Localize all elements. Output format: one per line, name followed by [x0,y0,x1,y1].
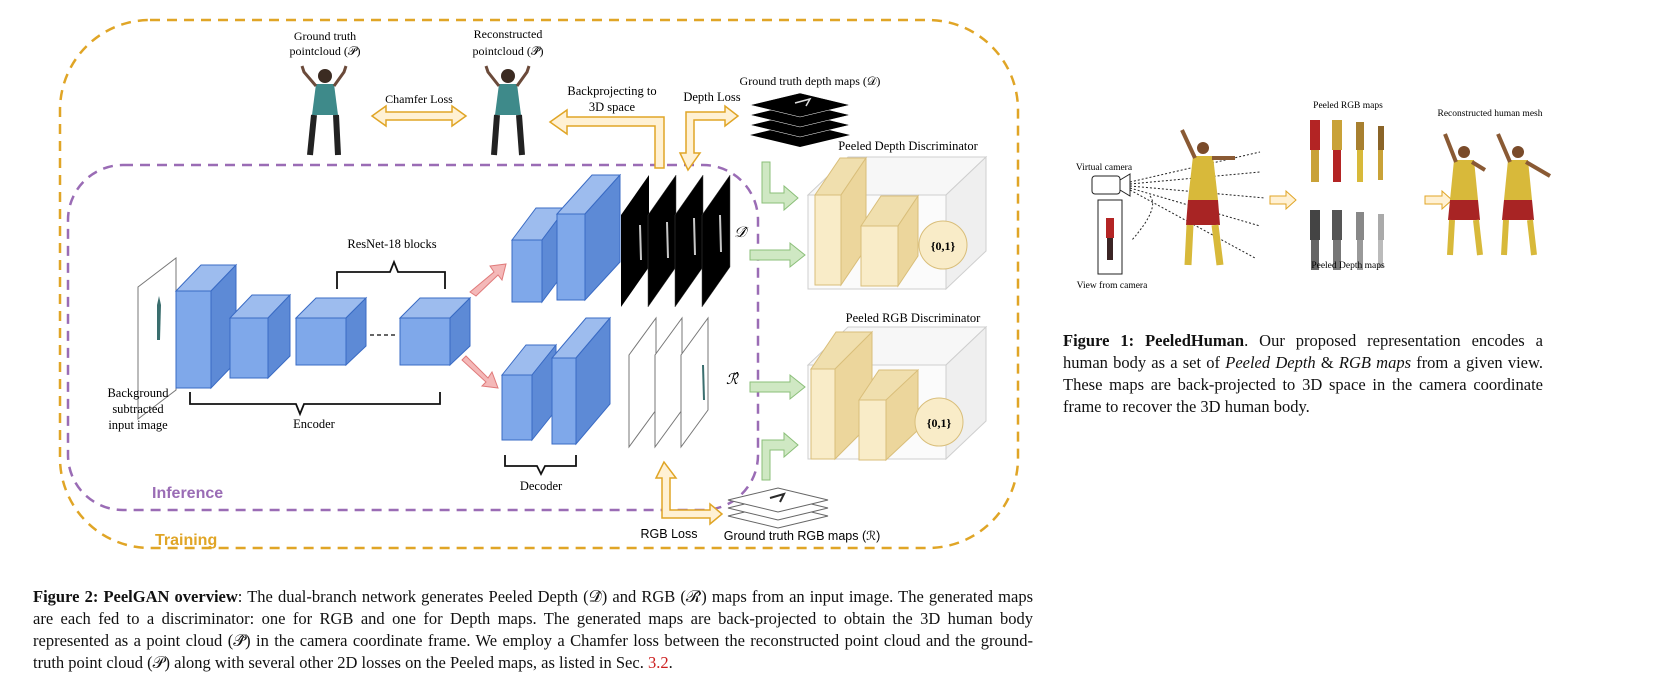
encoder-label: Encoder [293,417,335,431]
encoder-block-3 [294,296,368,367]
figure1-caption-text-a: . Our proposed representation encodes a … [1063,331,1543,372]
virtual-camera-label: Virtual camera [1076,163,1133,173]
peeledhuman-figure: Virtual camera View from camera Peeled R… [1076,101,1552,291]
to-peeled-maps-arrow [1269,189,1297,211]
gt-rgb-to-disc-arrow [761,431,799,481]
inference-boundary [66,163,760,512]
figure1-caption-text-c: from a given view. These maps are back-p… [1063,353,1543,416]
figure2-caption-text: : The dual-branch network generates Peel… [33,587,1033,672]
section-reference-link[interactable]: 3.2 [647,653,669,672]
peelgan-overview-figure: Training Inference Ground truth pointclo… [58,18,1020,550]
d-hat-symbol: 𝒟̂ [734,225,749,241]
decoder-label: Decoder [520,479,563,493]
reconstructed-mesh-label: Reconstructed human mesh [1437,109,1542,119]
peeled-rgb-discriminator [806,325,988,462]
backprojecting-label-2: 3D space [589,100,636,114]
pred-rgb-to-disc-arrow [749,373,806,401]
peeled-depth-discriminator [806,155,988,291]
peeled-rgb-maps-row [1310,120,1384,182]
input-image-label-1: Background [107,386,169,400]
depth-loss-arrow [678,104,740,172]
figure1-caption-label: Figure 1: PeeledHuman [1063,331,1245,350]
gt-pointcloud-human [300,65,348,156]
inference-label: Inference [152,485,223,502]
resnet-brace [336,259,446,289]
rgb-loss-label: RGB Loss [641,527,698,541]
recon-pointcloud-human [484,65,531,156]
view-from-camera-label: View from camera [1077,280,1148,291]
gt-depth-maps-label: Ground truth depth maps (𝒟) [740,74,881,88]
encoder-block-4 [398,296,472,367]
peeled-depth-maps-label: Peeled Depth maps [1311,261,1385,271]
input-human-silhouette [157,296,161,340]
peeled-rgb-disc-label: Peeled RGB Discriminator [846,311,982,325]
figure2-caption: Figure 2: PeelGAN overview: The dual-bra… [33,586,1033,674]
recon-pointcloud-label-2: pointcloud (𝒫̂) [473,44,544,58]
recon-pointcloud-label-1: Reconstructed [474,27,543,41]
to-rgb-branch-arrow [461,355,499,389]
depth-decoder-block-2 [555,173,622,302]
gt-rgb-maps-stack [727,487,829,529]
camera-view-thumbnail [1097,199,1123,275]
depth-loss-label: Depth Loss [683,90,740,104]
pred-depth-to-disc-arrow [749,241,806,269]
figure1-caption-italic-b: RGB maps [1338,353,1411,372]
reconstructed-mesh-side [1496,133,1552,256]
backprojecting-arrow [548,108,665,169]
gt-pointcloud-label-1: Ground truth [294,29,356,43]
peeled-depth-maps-row [1310,210,1384,270]
resnet-label: ResNet-18 blocks [347,237,436,251]
input-human-figure [1180,129,1235,266]
training-boundary [58,18,1020,550]
depth-decoder-block-1 [511,206,567,304]
training-label: Training [155,532,217,549]
encoder-brace [189,392,441,417]
r-hat-symbol: ℛ̂ [726,372,739,388]
figure1-caption: Figure 1: PeeledHuman. Our proposed repr… [1063,330,1543,418]
reconstructed-mesh-front [1443,133,1487,256]
encoder-block-1 [174,263,238,390]
gt-rgb-maps-label: Ground truth RGB maps (ℛ) [724,529,881,543]
rgb-loss-arrow [654,460,724,526]
peeled-rgb-maps-label: Peeled RGB maps [1313,101,1383,111]
figure2-caption-label: Figure 2: PeelGAN overview [33,587,238,606]
rgb-disc-output: {0,1} [927,416,952,430]
peeled-depth-disc-label: Peeled Depth Discriminator [838,139,978,153]
backprojecting-label-1: Backprojecting to [567,84,656,98]
gt-pointcloud-label-2: pointcloud (𝒫) [290,44,361,58]
decoder-brace [504,455,577,477]
rgb-decoder-block-2 [550,316,612,446]
encoder-block-2 [228,293,292,380]
gt-depth-to-disc-arrow [761,161,799,212]
rgb-decoder-block-1 [500,343,558,442]
figure1-caption-italic-a: Peeled Depth [1225,353,1316,372]
chamfer-loss-arrow [370,104,468,128]
depth-disc-output: {0,1} [931,239,956,253]
virtual-camera-icon [1091,173,1131,197]
predicted-depth-maps [621,174,731,308]
chamfer-loss-label: Chamfer Loss [385,92,453,106]
input-image-label-2: subtracted [112,402,164,416]
gt-depth-maps-stack [749,92,851,147]
figure2-caption-end: . [668,653,673,672]
figure1-caption-text-b: & [1315,353,1339,372]
to-depth-branch-arrow [469,263,507,297]
predicted-rgb-maps [628,316,709,449]
input-image-label-3: input image [108,418,168,432]
to-mesh-arrow [1424,189,1453,211]
